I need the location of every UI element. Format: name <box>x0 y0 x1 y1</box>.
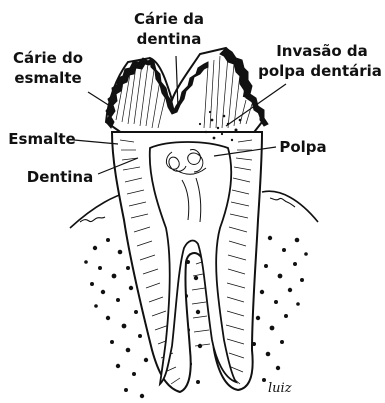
left-gum-texture <box>80 217 105 222</box>
label-dentin-caries-line2: dentina <box>137 30 202 48</box>
label-dentin: Dentina <box>27 168 93 186</box>
label-enamel-caries-line2: esmalte <box>14 69 81 87</box>
label-enamel: Esmalte <box>8 130 75 148</box>
right-gum-outline <box>262 191 318 222</box>
right-gum-texture <box>270 198 295 207</box>
tooth <box>106 48 268 392</box>
artist-signature: luiz <box>268 381 292 396</box>
label-pulp-invasion-line1: Invasão da <box>276 42 368 60</box>
bone-stipple <box>84 236 308 398</box>
label-dentin-caries-line1: Cárie da <box>134 10 204 28</box>
label-pulp: Polpa <box>279 138 326 156</box>
label-pulp-invasion-line2: polpa dentária <box>258 62 382 80</box>
leader-enamel-caries <box>88 92 110 106</box>
label-enamel-caries-line1: Cárie do <box>13 49 83 67</box>
